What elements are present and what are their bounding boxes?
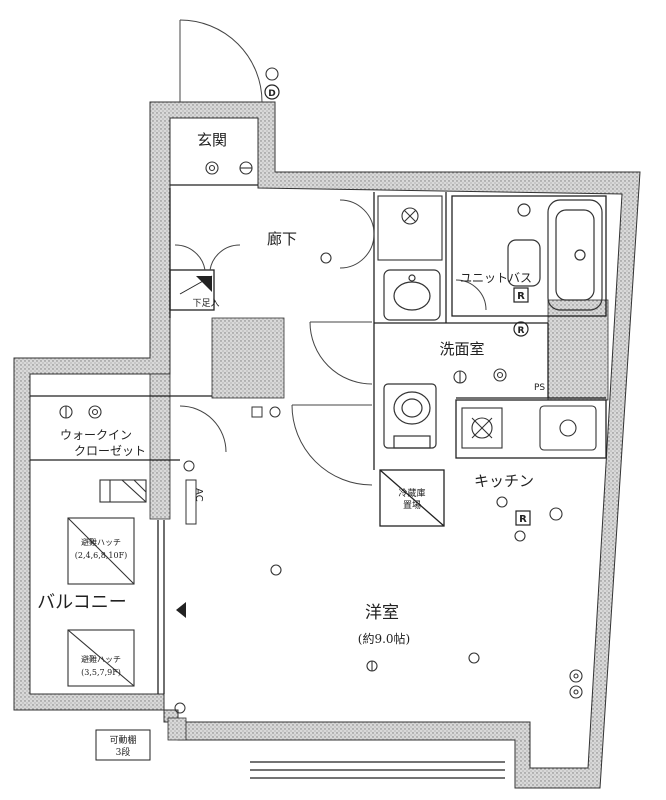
- evacuation-hatch-lower: [67, 629, 135, 687]
- room-label-unit-bath: ユニットバス: [460, 271, 532, 285]
- ceiling-light-icon: [496, 496, 508, 508]
- room-label-balcony: バルコニー: [37, 592, 127, 613]
- room-label-washroom: 洗面室: [439, 340, 484, 358]
- washing-machine: [377, 195, 443, 261]
- room-label-shelf-line1-front: 可動棚: [109, 734, 136, 746]
- ceiling-light-icon: [270, 564, 282, 576]
- room-label-fridge-line2: 置場: [403, 499, 421, 511]
- bathtub: [547, 199, 603, 311]
- hatch-lower-line1: 避難ハッチ: [81, 654, 121, 664]
- hatch-upper-line2: (2,4,6,8,10F): [75, 551, 128, 560]
- svg-text:R: R: [518, 326, 525, 336]
- wall-lines: [30, 184, 607, 779]
- wash-basin: [383, 269, 441, 321]
- room-label-entrance: 玄関: [197, 131, 227, 149]
- room-label-shoe-cabinet: 下足入: [192, 298, 219, 309]
- room-label-closet-line1: ウォークイン: [60, 428, 132, 442]
- outlet-icon: [569, 685, 583, 699]
- switch-icon: [251, 406, 281, 418]
- ceiling-light-icon: [88, 405, 102, 419]
- r-marker-washroom: R: [513, 321, 529, 337]
- outlet-icon: [453, 370, 467, 384]
- intercom-icon: [265, 67, 279, 81]
- room-label-closet-line2: クローゼット: [74, 444, 146, 458]
- outlet-icon: [514, 530, 526, 542]
- doors: [174, 19, 487, 486]
- r-marker-bath: R: [513, 287, 529, 303]
- room-label-western-size: (約9.0帖): [358, 631, 410, 646]
- exterior-wall: [13, 101, 641, 789]
- toilet: [383, 383, 437, 449]
- kitchen-sink: [539, 405, 597, 451]
- bath-sink: [507, 203, 541, 287]
- door-d-marker: D: [264, 84, 280, 100]
- ceiling-light-icon: [468, 652, 480, 664]
- stove: [461, 407, 503, 449]
- ac-unit-box: [99, 479, 147, 503]
- room-label-corridor: 廊下: [267, 230, 297, 248]
- svg-text:R: R: [517, 291, 525, 302]
- outlet-icon: [549, 507, 563, 521]
- ceiling-light-icon: [320, 252, 332, 264]
- outlet-icon: [239, 161, 253, 175]
- room-label-shelf-line2-front: 3段: [116, 746, 131, 758]
- outlet-icon: [569, 669, 583, 683]
- r-marker-kitchen: R: [515, 510, 531, 526]
- ac-label: AC: [193, 488, 204, 502]
- outlet-icon: [366, 660, 378, 672]
- svg-text:R: R: [519, 514, 527, 525]
- room-label-western: 洋室: [365, 603, 399, 623]
- hatch-lower-line2: (3,5,7,9F): [81, 668, 121, 677]
- ceiling-light-icon: [205, 161, 219, 175]
- hatch-upper-line1: 避難ハッチ: [81, 537, 121, 547]
- interior-walls: [149, 299, 609, 741]
- room-label-fridge-line1: 冷蔵庫: [398, 487, 425, 499]
- ps-label: PS: [534, 383, 545, 393]
- svg-text:D: D: [268, 89, 275, 99]
- breaker-icon: [174, 460, 195, 714]
- evacuation-hatch-upper: [67, 517, 135, 585]
- room-label-kitchen: キッチン: [474, 472, 534, 490]
- ac-duct: [185, 479, 197, 525]
- outlet-icon: [59, 405, 73, 419]
- shelf-box: [95, 729, 151, 761]
- shoe-cabinet-mark: [179, 275, 213, 295]
- ceiling-light-icon: [493, 368, 507, 382]
- speaker-icon: [176, 602, 186, 618]
